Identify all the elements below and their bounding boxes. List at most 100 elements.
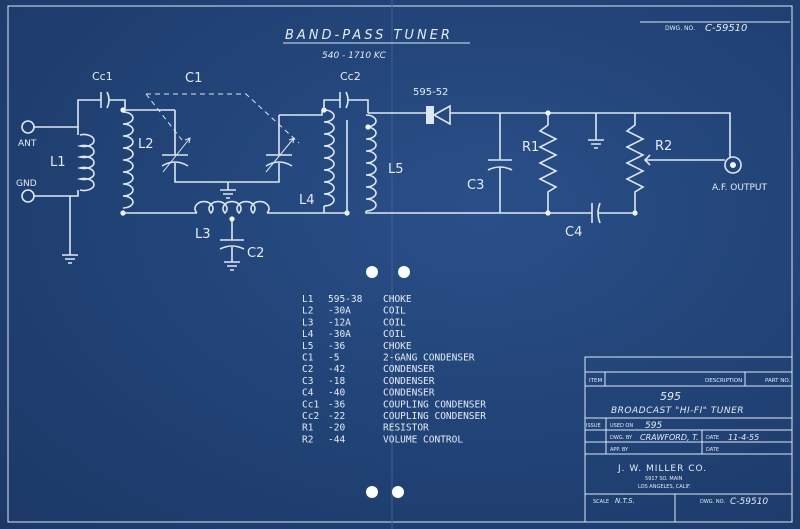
parts-description: CONDENSER	[383, 364, 435, 375]
c1a-variable-arrow	[162, 137, 191, 173]
parts-ref: C1	[302, 353, 314, 364]
parts-description: CHOKE	[383, 341, 412, 352]
diode-part-label: 595-52	[413, 87, 448, 98]
parts-description: CONDENSER	[383, 376, 435, 387]
cc1-plate-b	[106, 91, 110, 109]
node-dot	[545, 110, 551, 116]
gnd-terminal	[21, 189, 35, 203]
parts-ref: C3	[302, 376, 313, 387]
model-number: 595	[660, 390, 681, 403]
l4-label: L4	[299, 193, 315, 208]
wire-cc1-l2	[109, 99, 126, 110]
parts-description: COIL	[383, 329, 406, 340]
parts-number: -42	[328, 364, 345, 375]
col-part-no: PART NO.	[765, 378, 790, 384]
wire-diode-output	[450, 112, 731, 158]
r1-label: R1	[522, 140, 539, 155]
parts-ref: L1	[302, 294, 314, 305]
af-output-jack-center	[730, 162, 736, 168]
parts-ref: R2	[302, 434, 313, 445]
parts-description: COIL	[383, 306, 406, 317]
c2-plate-b	[219, 245, 245, 250]
wire-gnd	[34, 195, 71, 255]
r-ground-symbol	[588, 113, 604, 149]
r2-potentiometer	[625, 113, 645, 213]
c2-ground-symbol	[224, 247, 240, 271]
company-name: J. W. MILLER CO.	[617, 464, 707, 474]
wire-c1-common	[174, 163, 268, 183]
drawing-subtitle: 540 - 1710 KC	[322, 51, 387, 61]
af-output-jack	[724, 156, 742, 174]
parts-number: -12A	[328, 317, 351, 328]
product-name: BROADCAST "HI-FI" TUNER	[611, 406, 744, 416]
parts-ref: L4	[302, 329, 314, 340]
node-dot	[365, 124, 371, 130]
l5-label: L5	[388, 162, 404, 177]
dwg-no-label: DWG. NO.	[700, 499, 725, 505]
parts-ref: L5	[302, 341, 313, 352]
title-block: ITEM DESCRIPTION PART NO. 595 BROADCAST …	[584, 356, 793, 523]
parts-number: -40	[328, 388, 345, 399]
c4-label: C4	[565, 225, 582, 240]
parts-description: COUPLING CONDENSER	[383, 399, 486, 410]
scale-value: N.T.S.	[615, 497, 635, 505]
parts-number: -30A	[328, 306, 351, 317]
parts-ref: Cc1	[302, 399, 319, 410]
parts-ref: R1	[302, 423, 314, 434]
c1-gang-link	[145, 93, 183, 141]
parts-number: -44	[328, 434, 345, 445]
c1a-plate-b	[161, 161, 189, 167]
date-value: 11-4-55	[728, 433, 759, 442]
parts-description: 2-GANG CONDENSER	[383, 353, 475, 364]
parts-list-row: R1 -20 RESISTOR	[302, 423, 429, 434]
title-block-frame	[584, 356, 793, 523]
top-drawing-number: C-59510	[705, 23, 747, 34]
cc2-label: Cc2	[340, 70, 361, 83]
cc1-label: Cc1	[92, 70, 113, 83]
c2-label: C2	[247, 246, 264, 261]
date-label: DATE	[706, 435, 719, 441]
parts-description: RESISTOR	[383, 423, 429, 434]
scale-label: SCALE	[593, 499, 609, 505]
l2-label: L2	[138, 137, 154, 152]
l1-label: L1	[50, 155, 66, 170]
parts-list-row: C4 -40 CONDENSER	[302, 388, 435, 399]
l1-coil	[76, 133, 95, 192]
cc2-plate-b	[345, 91, 349, 109]
punch-hole	[398, 266, 410, 278]
parts-description: COIL	[383, 317, 406, 328]
parts-list-row: R2 -44 VOLUME CONTROL	[302, 434, 463, 445]
parts-description: COUPLING CONDENSER	[383, 411, 486, 422]
parts-number: -20	[328, 423, 345, 434]
parts-number: 595-38	[328, 294, 363, 305]
dwg-no-value: C-59510	[730, 497, 768, 507]
used-on-value: 595	[645, 421, 662, 431]
c1b-plate-b	[265, 161, 293, 167]
l3-coil	[194, 200, 270, 215]
wire-ant-cc1	[34, 99, 101, 128]
parts-description: VOLUME CONTROL	[383, 434, 463, 445]
c1-label: C1	[185, 71, 202, 86]
diode-body	[432, 104, 451, 126]
app-by-label: APP. BY	[610, 447, 629, 453]
top-dwg-no-label: DWG. NO.	[665, 25, 695, 32]
l2-coil	[122, 111, 134, 209]
r2-wiper-arrow	[643, 154, 660, 166]
parts-number: -22	[328, 411, 345, 422]
ant-terminal	[21, 120, 35, 134]
wire-bottom-bus	[365, 211, 548, 214]
punch-hole	[392, 486, 404, 498]
parts-ref: L3	[302, 317, 313, 328]
parts-ref: C4	[302, 388, 314, 399]
parts-description: CONDENSER	[383, 388, 435, 399]
wire-l1-bottom	[70, 190, 79, 197]
